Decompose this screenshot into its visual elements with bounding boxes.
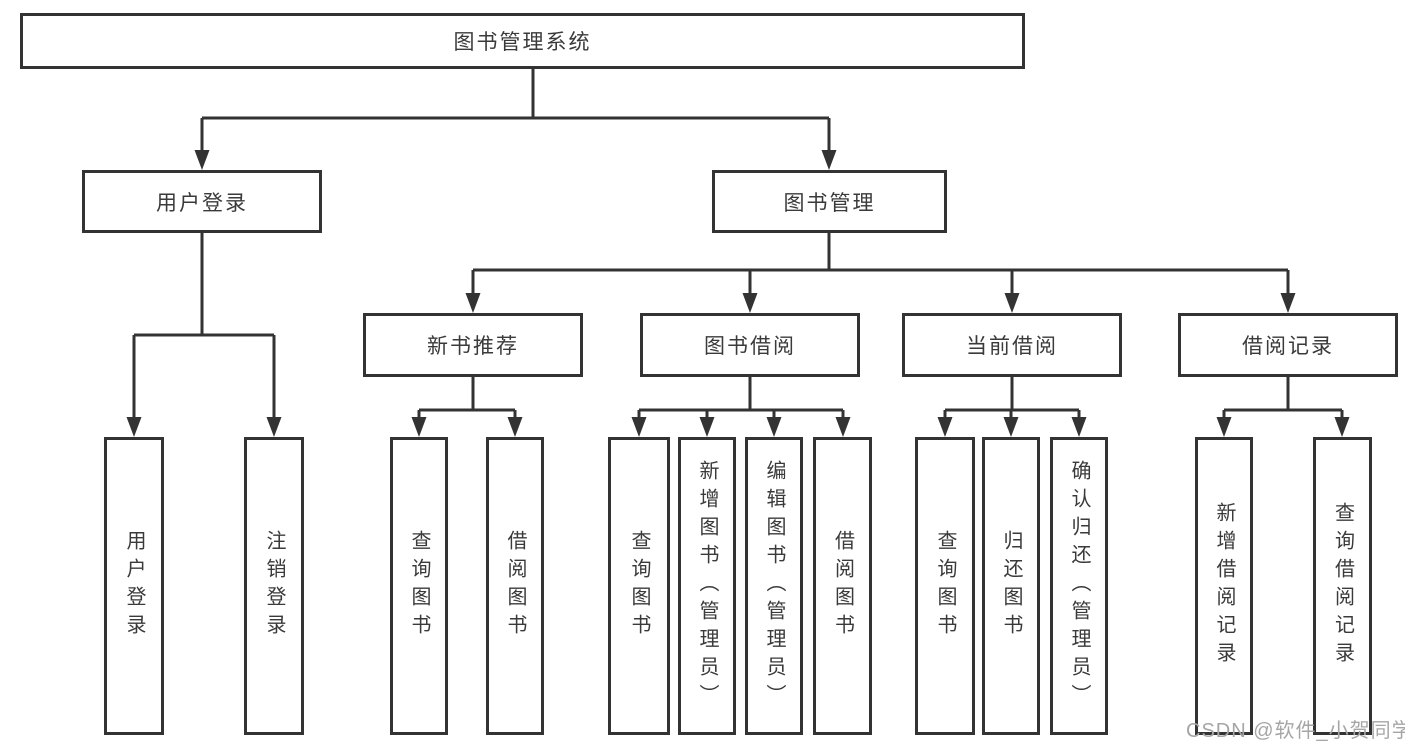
leaf-add-borrow-record: 新增借阅记录 <box>1195 437 1253 735</box>
node-new-book-recommend: 新书推荐 <box>363 313 583 377</box>
arrow-down-icon <box>465 293 481 313</box>
arrow-down-icon <box>631 417 647 437</box>
arrowheads <box>126 150 1350 437</box>
node-label: 当前借阅 <box>966 335 1058 358</box>
arrow-down-icon <box>266 417 282 437</box>
node-label: 查询借阅记录 <box>1331 502 1354 670</box>
leaf-borrow-books: 借阅图书 <box>813 437 872 735</box>
node-label: 新增借阅记录 <box>1213 502 1235 670</box>
node-label: 查询图书 <box>408 530 430 642</box>
leaf-return-books: 归还图书 <box>982 437 1040 735</box>
leaf-logout: 注销登录 <box>244 437 304 735</box>
leaf-query-books-borrow: 查询图书 <box>608 437 670 735</box>
node-borrowing-records: 借阅记录 <box>1178 313 1398 377</box>
node-label: 查询图书 <box>628 530 650 642</box>
node-label: 归还图书 <box>1000 530 1022 642</box>
node-book-management: 图书管理 <box>712 170 947 233</box>
node-label: 图书借阅 <box>704 335 796 358</box>
arrow-down-icon <box>835 417 851 437</box>
arrow-down-icon <box>821 150 837 170</box>
arrow-down-icon <box>126 417 142 437</box>
arrow-down-icon <box>1004 293 1020 313</box>
node-label: 借阅图书 <box>831 530 854 642</box>
arrow-down-icon <box>1216 417 1232 437</box>
node-label: 借阅图书 <box>504 530 526 642</box>
node-label: 编辑图书（管理员） <box>763 460 785 712</box>
leaf-query-books-recommend: 查询图书 <box>390 437 448 735</box>
csdn-watermark: CSDN @软件_小贺同学 <box>1186 720 1405 742</box>
node-label: 借阅记录 <box>1242 335 1334 358</box>
node-label: 图书管理系统 <box>453 31 592 54</box>
leaf-user-login: 用户登录 <box>104 437 164 735</box>
connector-line <box>132 69 1344 419</box>
node-current-borrowing: 当前借阅 <box>902 313 1122 377</box>
node-label: 查询图书 <box>934 530 956 642</box>
arrow-down-icon <box>1003 417 1019 437</box>
arrow-down-icon <box>1071 417 1087 437</box>
node-label: 图书管理 <box>783 191 876 215</box>
arrow-down-icon <box>937 417 953 437</box>
leaf-add-books-admin: 新增图书（管理员） <box>678 437 736 735</box>
arrow-down-icon <box>507 417 523 437</box>
arrow-down-icon <box>699 417 715 437</box>
node-user-login: 用户登录 <box>82 170 322 233</box>
arrow-down-icon <box>194 150 210 170</box>
arrow-down-icon <box>411 417 427 437</box>
node-label: 新增图书（管理员） <box>696 460 718 712</box>
leaf-confirm-return-admin: 确认归还（管理员） <box>1050 437 1108 735</box>
leaf-query-books-current: 查询图书 <box>915 437 975 735</box>
node-label: 确认归还（管理员） <box>1068 460 1090 712</box>
leaf-borrow-books-recommend: 借阅图书 <box>486 437 544 735</box>
leaf-edit-books-admin: 编辑图书（管理员） <box>745 437 803 735</box>
arrow-down-icon <box>766 417 782 437</box>
node-library-management-system: 图书管理系统 <box>20 13 1025 69</box>
leaf-query-borrow-record: 查询借阅记录 <box>1313 437 1372 735</box>
arrow-down-icon <box>1334 417 1350 437</box>
node-label: 用户登录 <box>156 191 248 215</box>
node-label: 注销登录 <box>263 530 285 642</box>
node-book-borrowing: 图书借阅 <box>640 313 860 377</box>
arrow-down-icon <box>1280 293 1296 313</box>
arrow-down-icon <box>742 293 758 313</box>
node-label: 新书推荐 <box>427 335 519 358</box>
node-label: 用户登录 <box>123 530 145 642</box>
